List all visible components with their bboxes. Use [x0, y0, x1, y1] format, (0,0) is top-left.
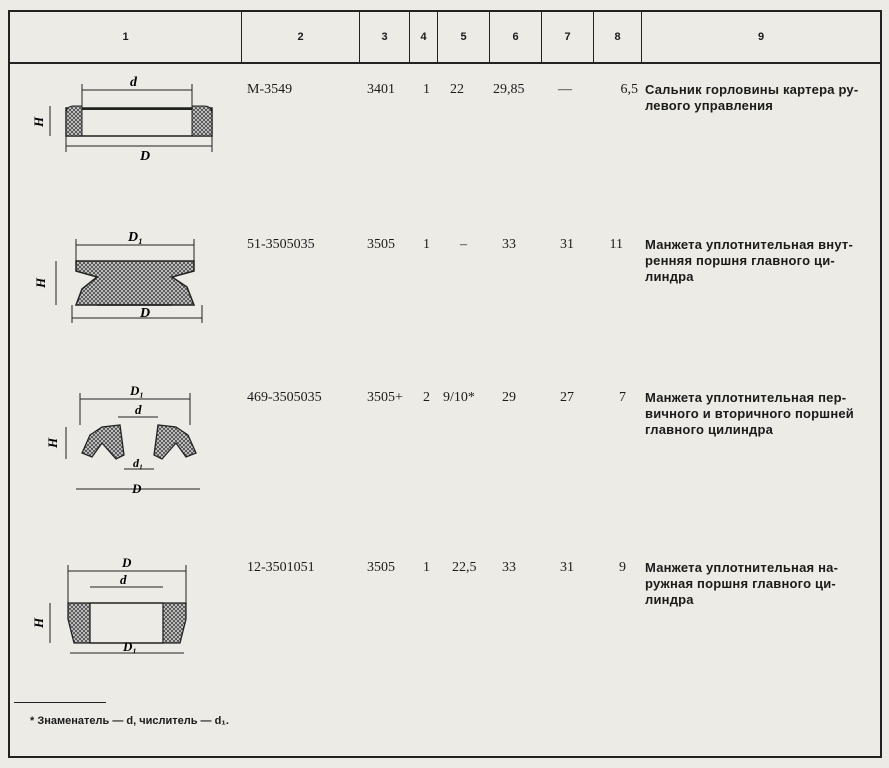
dim-label-D: D: [139, 306, 150, 321]
dim-label-d: d: [135, 402, 142, 417]
dim-label-H: H: [45, 437, 60, 449]
column-header-2: 2: [297, 31, 304, 43]
col-divider: [641, 12, 642, 62]
cell-col4: 1: [423, 560, 430, 575]
description: Манжета уплотнительная пер- вичного и вт…: [645, 390, 854, 437]
cell-col6: 29,85: [493, 82, 525, 97]
dim-label-D: D: [131, 481, 142, 496]
cell-col8: 6,5: [620, 82, 639, 97]
cell-col6: 29: [502, 390, 516, 405]
footnote-rule: [14, 702, 106, 703]
cell-col4: 1: [423, 237, 430, 252]
description: Манжета уплотнительная внут- ренняя порш…: [645, 237, 854, 284]
cell-col5: 9/10*: [443, 390, 475, 405]
column-header-9: 9: [757, 31, 765, 43]
seal-drawing-1: d D H: [22, 70, 222, 175]
column-header-5: 5: [460, 31, 467, 43]
header-bottom-rule: [8, 62, 882, 64]
dim-label-H: H: [33, 277, 48, 289]
column-header-7: 7: [564, 31, 571, 43]
dim-label-H: H: [31, 116, 46, 128]
dim-label-d: d: [120, 572, 127, 587]
table-left-rule: [8, 10, 10, 758]
cuff-drawing-3: D₁ d d₁ D H: [40, 383, 215, 505]
description: Сальник горловины картера ру- левого упр…: [645, 82, 859, 113]
cell-col4: 1: [423, 82, 430, 97]
cuff-drawing-4: D d D₁ H: [28, 555, 203, 670]
part-number: 12-3501051: [247, 560, 315, 575]
column-header-8: 8: [614, 31, 621, 43]
part-number: 51-3505035: [247, 237, 315, 252]
col-divider: [241, 12, 242, 62]
part-number: М-3549: [247, 82, 293, 97]
footnote: * Знаменатель — d, числитель — d₁.: [30, 715, 229, 727]
part-number: 469-3505035: [247, 390, 322, 405]
cell-col7: 27: [560, 390, 574, 405]
dim-label-D1: D₁: [129, 385, 144, 398]
cell-col8: 7: [619, 390, 626, 405]
cell-col3: 3505+: [367, 390, 403, 405]
column-header-6: 6: [512, 31, 519, 43]
table-top-rule: [8, 10, 882, 12]
cell-col4: 2: [423, 390, 430, 405]
column-header-1: 1: [122, 31, 129, 43]
cuff-drawing-2: D₁ D H: [22, 225, 222, 335]
cell-col8: 9: [619, 560, 626, 575]
column-header-3: 3: [381, 31, 388, 43]
col-divider: [593, 12, 594, 62]
dim-label-H: H: [31, 617, 46, 629]
cell-col5: –: [460, 237, 467, 252]
table-right-rule: [880, 10, 882, 758]
dim-label-D: D: [121, 555, 132, 570]
description: Манжета уплотнительная на- ружная поршня…: [645, 560, 839, 607]
cell-col3: 3505: [367, 237, 395, 252]
col-divider: [541, 12, 542, 62]
dim-label-d: d: [130, 75, 138, 90]
dim-label-D1: D₁: [127, 230, 143, 245]
col-divider: [409, 12, 410, 62]
col-divider: [359, 12, 360, 62]
cell-col8: 11: [609, 237, 623, 252]
dim-label-d1: d₁: [133, 456, 143, 470]
cell-col7: 31: [560, 560, 574, 575]
column-header-4: 4: [420, 31, 427, 43]
cell-col5: 22: [450, 82, 464, 97]
cell-col5: 22,5: [452, 560, 477, 575]
table-bottom-rule: [8, 756, 882, 758]
dim-label-D: D: [139, 149, 150, 164]
col-divider: [489, 12, 490, 62]
cell-col7: 31: [560, 237, 574, 252]
cell-col3: 3401: [367, 82, 395, 97]
cell-col6: 33: [502, 237, 516, 252]
cell-col7: —: [558, 82, 572, 97]
col-divider: [437, 12, 438, 62]
cell-col3: 3505: [367, 560, 395, 575]
dim-label-D1: D₁: [122, 639, 137, 654]
cell-col6: 33: [502, 560, 516, 575]
